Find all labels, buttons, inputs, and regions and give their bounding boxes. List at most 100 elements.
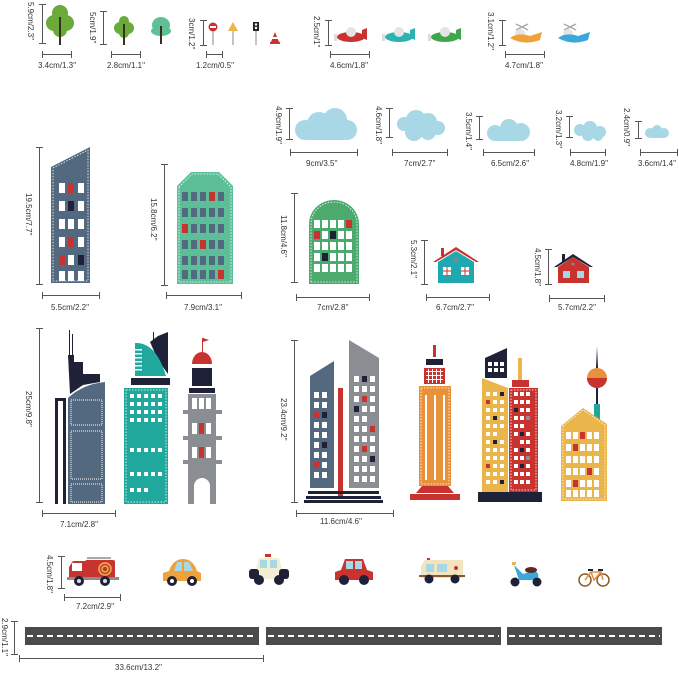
width-label: 1.2cm/0.5''	[196, 61, 235, 70]
width-dimension-line	[296, 294, 370, 301]
height-label: 4.5cm/1.8''	[45, 555, 54, 594]
red-plane-icon	[334, 27, 367, 42]
height-label: 11.8cm/4.6''	[279, 215, 288, 258]
width-label: 6.7cm/2.7''	[436, 303, 475, 312]
orange-helicopter-icon	[510, 23, 542, 43]
width-dimension-line	[111, 51, 141, 58]
warning-sign-icon	[228, 22, 238, 45]
height-dimension-line	[635, 121, 642, 139]
width-label: 3.6cm/1.4''	[638, 159, 677, 168]
height-label: 4.9cm/1.9''	[274, 106, 283, 145]
width-dimension-line	[19, 655, 264, 662]
height-dimension-line	[566, 116, 573, 138]
height-label: 23.4cm/9.2''	[279, 398, 288, 441]
height-label: 5.3cm/2.1''	[409, 240, 418, 279]
height-label: 3cm/1.2''	[187, 18, 196, 50]
height-label: 4.6cm/1.8''	[374, 106, 383, 145]
width-label: 4.7cm/1.8''	[505, 61, 544, 70]
cloud-icon	[645, 125, 669, 138]
width-dimension-line	[290, 149, 358, 156]
height-dimension-line	[325, 20, 332, 46]
width-label: 9cm/3.5''	[306, 159, 338, 168]
height-dimension-line	[291, 193, 298, 283]
road-segment	[25, 627, 259, 645]
width-dimension-line	[166, 292, 242, 299]
width-label: 7.9cm/3.1''	[184, 303, 223, 312]
width-dimension-line	[42, 292, 100, 299]
cloud-icon	[574, 121, 606, 141]
width-dimension-line	[640, 149, 678, 156]
width-label: 4.8cm/1.9''	[570, 159, 609, 168]
scooter-icon	[510, 562, 542, 587]
width-dimension-line	[206, 51, 223, 58]
height-label: 3.5cm/1.4''	[464, 112, 473, 151]
round-tree-icon	[151, 17, 171, 44]
stop-sign-icon	[208, 22, 218, 45]
height-label: 3.2cm/1.3''	[554, 110, 563, 149]
double-tower-sticker	[478, 348, 542, 502]
height-label: 2.9cm/1.1''	[0, 618, 9, 657]
width-dimension-line	[426, 294, 490, 301]
green-plane-icon	[428, 27, 461, 42]
green-building-sticker	[309, 200, 359, 284]
height-dimension-line	[58, 556, 65, 589]
width-dimension-line	[42, 51, 72, 58]
height-label: 25cm/9.8''	[24, 391, 33, 427]
red-house-sticker	[554, 254, 593, 283]
width-label: 5.7cm/2.2''	[558, 303, 597, 312]
width-dimension-line	[330, 51, 370, 58]
teal-tower-sticker	[124, 332, 170, 504]
height-dimension-line	[545, 249, 552, 285]
height-label: 5.9cm/2.3''	[26, 2, 35, 41]
red-car-icon	[335, 559, 373, 585]
twin-tower-sticker	[304, 340, 383, 503]
blue-building-sticker	[51, 147, 90, 283]
height-dimension-line	[386, 108, 393, 138]
height-label: 15.8cm/6.2''	[149, 198, 158, 241]
height-label: 19.5cm/7.7''	[24, 193, 33, 236]
height-dimension-line	[499, 20, 506, 46]
teal-building-sticker	[177, 172, 233, 284]
width-dimension-line	[42, 510, 116, 517]
cloud-icon	[397, 110, 445, 141]
height-dimension-line	[36, 147, 43, 285]
height-dimension-line	[200, 20, 207, 46]
height-label: 4.5cm/1.8''	[533, 248, 542, 287]
width-dimension-line	[549, 295, 605, 302]
bicycle-icon	[578, 569, 610, 587]
width-dimension-line	[570, 149, 606, 156]
cloud-icon	[487, 119, 530, 141]
traffic-light-icon	[253, 22, 259, 45]
height-dimension-line	[36, 328, 43, 503]
height-dimension-line	[39, 4, 46, 44]
height-label: 2.4cm/0.9''	[622, 108, 631, 147]
width-dimension-line	[64, 594, 121, 601]
clock-tower-sticker	[183, 338, 222, 504]
height-dimension-line	[291, 340, 298, 503]
width-label: 5.5cm/2.2''	[51, 303, 90, 312]
height-dimension-line	[161, 164, 168, 286]
width-label: 2.8cm/1.1''	[107, 61, 146, 70]
height-dimension-line	[11, 621, 18, 655]
width-dimension-line	[296, 510, 394, 517]
height-dimension-line	[476, 116, 483, 140]
height-label: 3.1cm/1.2''	[486, 12, 495, 51]
tv-tower-building-sticker	[561, 346, 607, 501]
width-dimension-line	[505, 51, 545, 58]
width-label: 7cm/2.8''	[317, 303, 349, 312]
orange-tower-sticker	[410, 345, 460, 500]
width-label: 4.6cm/1.8''	[330, 61, 369, 70]
width-label: 3.4cm/1.3''	[38, 61, 77, 70]
height-dimension-line	[100, 11, 107, 45]
width-dimension-line	[483, 149, 535, 156]
height-dimension-line	[286, 108, 293, 140]
width-dimension-line	[392, 149, 448, 156]
width-label: 11.6cm/4.6''	[320, 517, 363, 526]
taxi-car-icon	[163, 559, 201, 586]
fire-truck-icon	[67, 557, 119, 586]
blue-helicopter-icon	[558, 23, 590, 43]
dark-tower-sticker	[55, 330, 105, 504]
height-dimension-line	[421, 240, 428, 285]
width-label: 7.1cm/2.8''	[60, 520, 99, 529]
road-segment	[507, 627, 662, 645]
